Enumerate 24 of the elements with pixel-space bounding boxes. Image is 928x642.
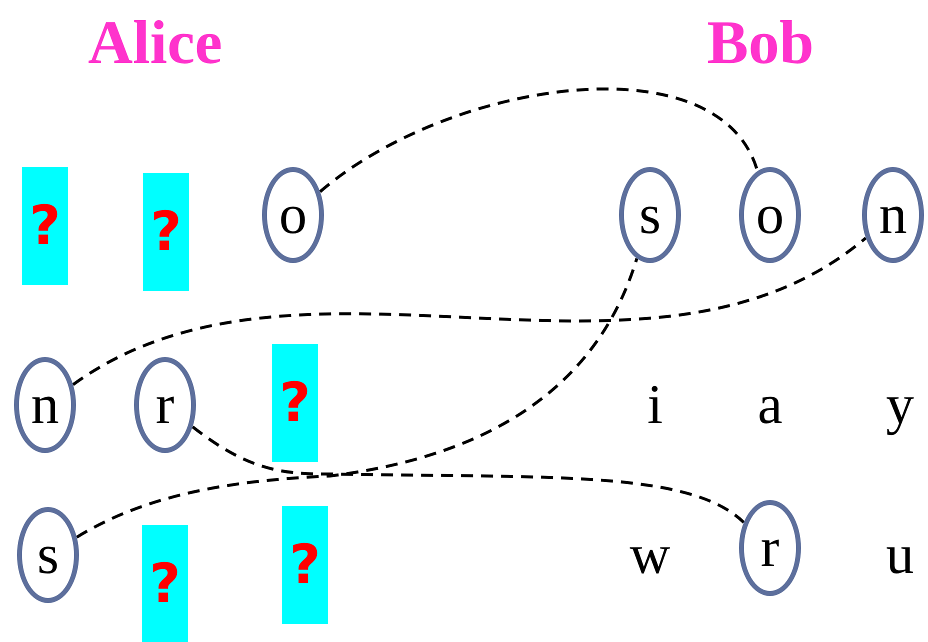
dashed-connector bbox=[192, 426, 745, 524]
circled-letter: o bbox=[262, 167, 324, 263]
hidden-letter-box: ? bbox=[282, 506, 328, 624]
hidden-letter-box: ? bbox=[272, 344, 318, 462]
letter: w bbox=[630, 527, 670, 583]
letter: u bbox=[886, 527, 914, 583]
player-name: Alice bbox=[88, 12, 222, 74]
letter: y bbox=[886, 377, 914, 433]
circled-letter: r bbox=[134, 357, 196, 453]
circled-letter: n bbox=[862, 167, 924, 263]
dashed-connector bbox=[72, 236, 867, 386]
hidden-letter-box: ? bbox=[143, 173, 189, 291]
hidden-letter-box: ? bbox=[142, 525, 188, 642]
circled-letter: r bbox=[739, 500, 801, 596]
circled-letter: n bbox=[14, 357, 76, 453]
letter: a bbox=[758, 377, 782, 433]
letter: i bbox=[647, 377, 663, 433]
dashed-connector bbox=[319, 88, 759, 193]
player-name: Bob bbox=[707, 12, 814, 74]
hidden-letter-box: ? bbox=[22, 167, 68, 285]
circled-letter: s bbox=[17, 507, 79, 603]
dashed-connector bbox=[76, 258, 638, 539]
circled-letter: o bbox=[739, 167, 801, 263]
circled-letter: s bbox=[619, 167, 681, 263]
